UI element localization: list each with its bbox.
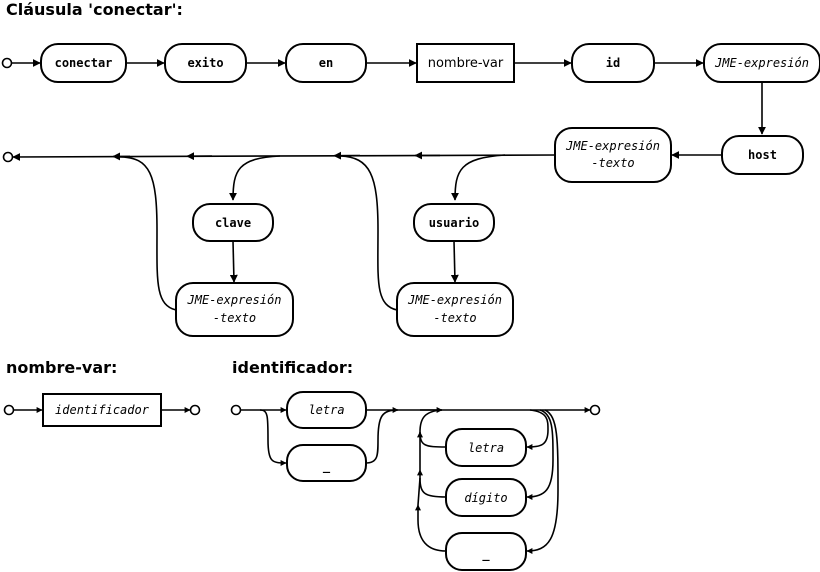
nombre-var-end-terminal: [189, 404, 201, 416]
id-keyword: id: [606, 56, 620, 70]
usuario-node: usuario: [413, 203, 495, 242]
nombre-var-start-terminal: [3, 404, 15, 416]
nombre-var-node: nombre-var: [416, 43, 515, 83]
usuario-expresion-line1: JME-expresión: [407, 293, 502, 307]
end-terminal: [2, 151, 14, 163]
row2-connectors: [12, 151, 721, 311]
loop-digito-label: dígito: [464, 491, 507, 505]
nombre-var-title: nombre-var:: [6, 358, 117, 377]
exito-node: exito: [164, 43, 247, 83]
identificador-title: identificador:: [232, 358, 353, 377]
conectar-clause-title: Cláusula 'conectar':: [6, 0, 183, 19]
identificador-reference-node: identificador: [42, 393, 162, 427]
identificador-diagram: letra _ letra dígito _: [230, 391, 601, 571]
loop-letra-label: letra: [468, 441, 504, 455]
start-terminal: [1, 57, 13, 69]
identificador-end-terminal: [589, 404, 601, 416]
loop-underscore-label: _: [482, 547, 490, 562]
host-node: host: [721, 135, 804, 175]
loop-underscore-node: _: [445, 532, 527, 571]
usuario-expresion-line2: -texto: [433, 311, 476, 325]
clave-node: clave: [192, 203, 274, 242]
underscore-label: _: [323, 459, 331, 474]
loop-digito-node: dígito: [445, 478, 527, 517]
clave-expresion-node: JME-expresión -texto: [175, 282, 294, 337]
exito-keyword: exito: [187, 56, 223, 70]
conectar-node: conectar: [40, 43, 127, 83]
clave-keyword: clave: [215, 216, 251, 230]
host-expresion-line2: -texto: [591, 156, 634, 170]
underscore-node: _: [286, 444, 367, 482]
host-keyword: host: [748, 148, 777, 162]
row1-connectors: [12, 59, 766, 135]
usuario-keyword: usuario: [429, 216, 480, 230]
clave-expresion-line1: JME-expresión: [187, 293, 282, 307]
loop-letra-node: letra: [445, 428, 527, 467]
jme-expresion-node: JME-expresión: [703, 43, 820, 83]
clave-expresion-line2: -texto: [213, 311, 256, 325]
letra-node: letra: [286, 391, 367, 429]
nombre-var-diagram: identificador: [3, 393, 201, 427]
id-node: id: [571, 43, 655, 83]
host-expresion-line1: JME-expresión: [565, 139, 660, 153]
identificador-reference: identificador: [55, 403, 150, 417]
host-expresion-node: JME-expresión -texto: [554, 127, 672, 183]
nombre-var-reference: nombre-var: [428, 56, 504, 71]
conectar-keyword: conectar: [55, 56, 113, 70]
en-node: en: [285, 43, 367, 83]
usuario-expresion-node: JME-expresión -texto: [396, 282, 514, 337]
jme-expresion-reference: JME-expresión: [714, 56, 809, 70]
identificador-start-terminal: [230, 404, 242, 416]
en-keyword: en: [319, 56, 333, 70]
letra-label: letra: [308, 403, 344, 417]
